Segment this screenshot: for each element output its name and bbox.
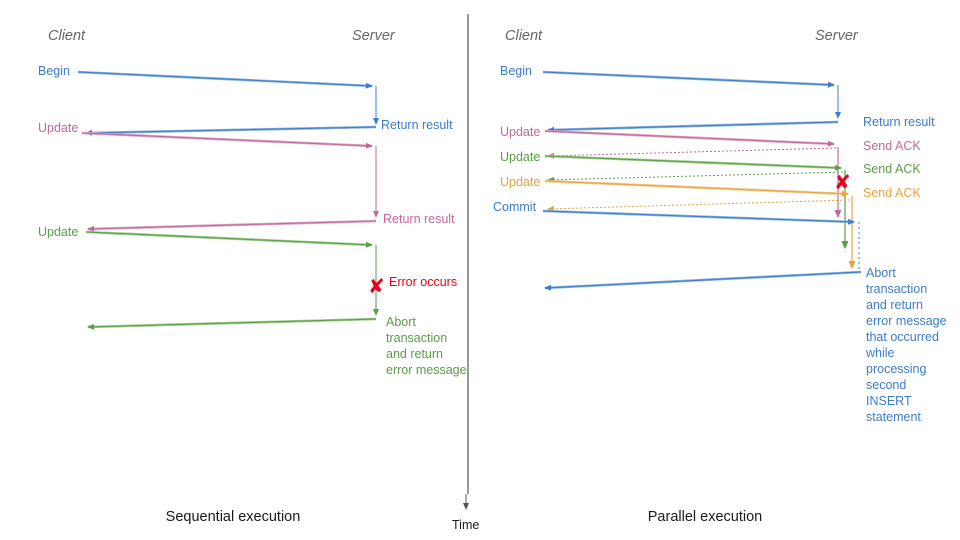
label-return-result-parallel: Return result bbox=[863, 115, 935, 129]
label-begin-sequential: Begin bbox=[38, 64, 70, 78]
error-x-icon: ✘ bbox=[368, 276, 385, 298]
message-abort-return bbox=[87, 317, 377, 330]
server-header-parallel: Server bbox=[815, 28, 858, 44]
message-ack-3 bbox=[547, 199, 851, 212]
client-header-parallel: Client bbox=[505, 28, 543, 44]
label-update-2-parallel: Update bbox=[500, 150, 541, 164]
message-return-result bbox=[547, 120, 839, 133]
message-update-1 bbox=[81, 131, 373, 149]
label-abort-return-sequential: Abort transaction and return error messa… bbox=[386, 315, 467, 377]
label-update-1-parallel: Update bbox=[500, 125, 541, 139]
panel-sequential bbox=[77, 70, 379, 330]
message-return-2 bbox=[87, 219, 377, 232]
label-error-occurs: Error occurs bbox=[389, 275, 458, 289]
message-update-1 bbox=[544, 129, 835, 147]
label-send-ack-1: Send ACK bbox=[863, 139, 921, 153]
message-ack-1 bbox=[547, 147, 837, 159]
message-return-1 bbox=[85, 125, 377, 136]
caption-sequential: Sequential execution bbox=[165, 509, 301, 525]
message-update-3 bbox=[544, 179, 849, 197]
label-return-result-1: Return result bbox=[381, 118, 453, 132]
error-x-icon: ✘ bbox=[834, 172, 851, 194]
label-update-1-sequential: Update bbox=[38, 121, 79, 135]
label-send-ack-3: Send ACK bbox=[863, 186, 921, 200]
message-abort-return bbox=[544, 270, 862, 291]
message-begin bbox=[542, 70, 835, 88]
server-header-sequential: Server bbox=[352, 28, 395, 44]
message-ack-2 bbox=[547, 171, 844, 183]
label-begin-parallel: Begin bbox=[500, 64, 532, 78]
label-update-3-parallel: Update bbox=[500, 175, 541, 189]
message-update-2 bbox=[544, 154, 842, 171]
label-return-result-2: Return result bbox=[383, 212, 455, 226]
label-update-2-sequential: Update bbox=[38, 225, 79, 239]
message-commit bbox=[542, 209, 855, 225]
label-send-ack-2: Send ACK bbox=[863, 162, 921, 176]
time-axis-label: Time bbox=[452, 518, 480, 532]
label-commit: Commit bbox=[493, 200, 537, 214]
client-header-sequential: Client bbox=[48, 28, 86, 44]
panel-parallel bbox=[542, 70, 862, 291]
caption-parallel: Parallel execution bbox=[647, 509, 763, 525]
message-update-2 bbox=[85, 230, 373, 248]
label-abort-return-parallel: Abort transaction and return error messa… bbox=[866, 266, 947, 424]
message-begin bbox=[77, 70, 373, 89]
